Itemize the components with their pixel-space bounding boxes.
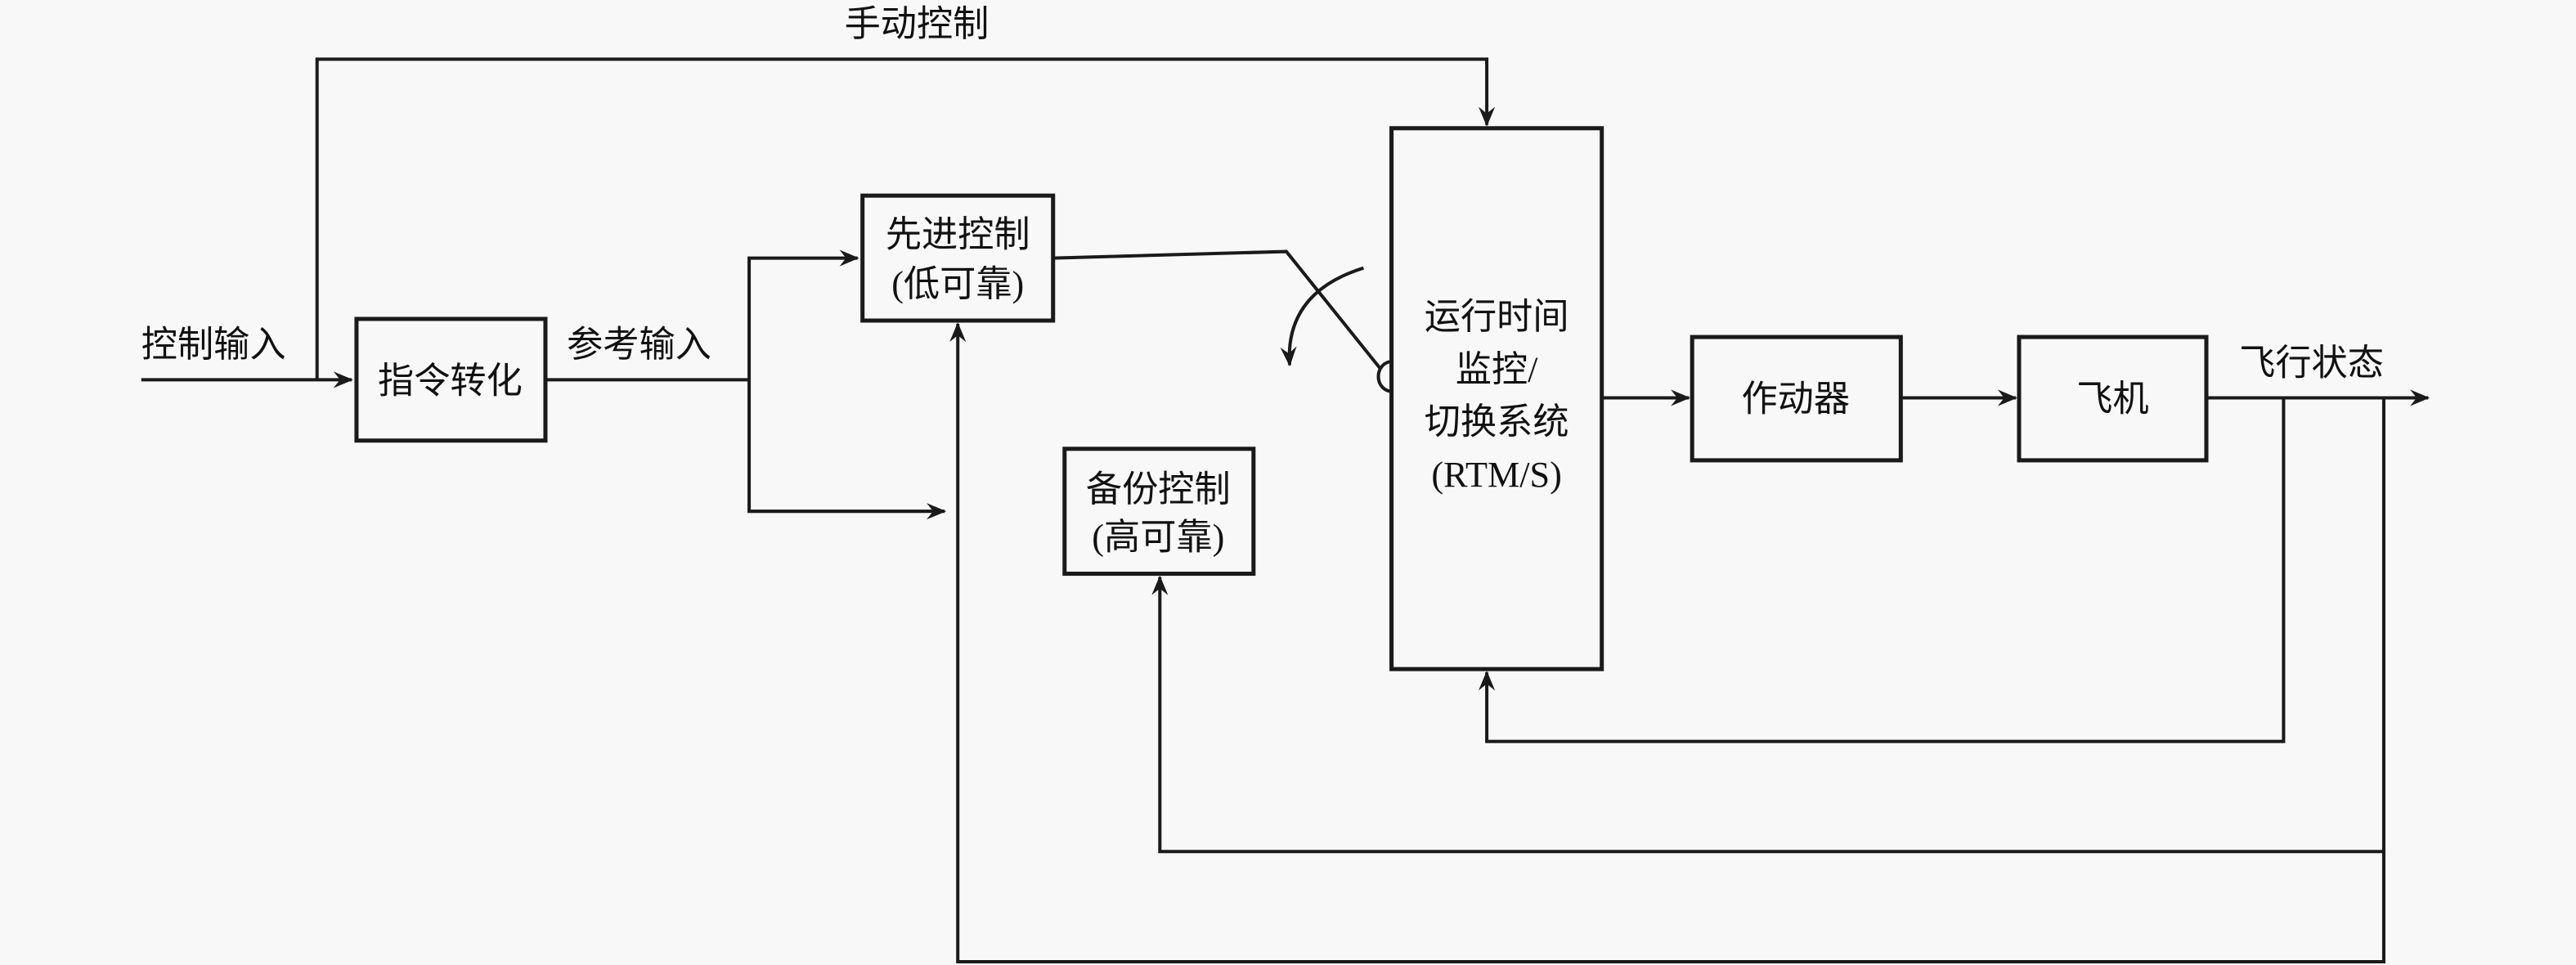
rtm-text-3: 切换系统 [1425,402,1569,442]
rtm-block: 运行时间 监控/ 切换系统 (RTM/S) [1389,126,1604,671]
advanced-control-block: 先进控制 (低可靠) [860,193,1056,323]
advanced-control-text-1: 先进控制 [886,215,1030,255]
reference-input-label: 参考输入 [567,325,711,365]
control-input-label: 控制输入 [141,325,286,365]
to-advanced-line [747,249,859,380]
aircraft-text: 飞机 [2076,379,2148,420]
feedback-to-backup-line [1151,397,2385,854]
to-backup-line [747,379,947,520]
rtm-text-2: 监控/ [1456,349,1538,389]
command-conversion-block: 指令转化 [354,316,548,443]
backup-control-block: 备份控制 (高可靠) [1062,447,1256,577]
backup-control-text-2: (高可靠) [1092,517,1224,557]
switch-rotation-arrow [1280,266,1365,367]
flight-state-label: 飞行状态 [2239,343,2384,383]
backup-control-text-1: 备份控制 [1086,469,1231,509]
feedback-to-rtm-line [1479,397,2286,743]
command-conversion-text: 指令转化 [378,361,523,401]
actuator-text: 作动器 [1741,379,1850,420]
feedback-to-advanced-line [949,322,2385,963]
rtm-text-4: (RTM/S) [1431,455,1561,495]
actuator-block: 作动器 [1690,334,1903,463]
rtm-text-1: 运行时间 [1425,297,1569,337]
switch-line [1052,249,1382,370]
manual-control-label: 手动控制 [845,4,990,44]
advanced-control-text-2: (低可靠) [891,264,1024,304]
manual-control-line [315,57,1496,380]
aircraft-block: 飞机 [2017,334,2209,463]
